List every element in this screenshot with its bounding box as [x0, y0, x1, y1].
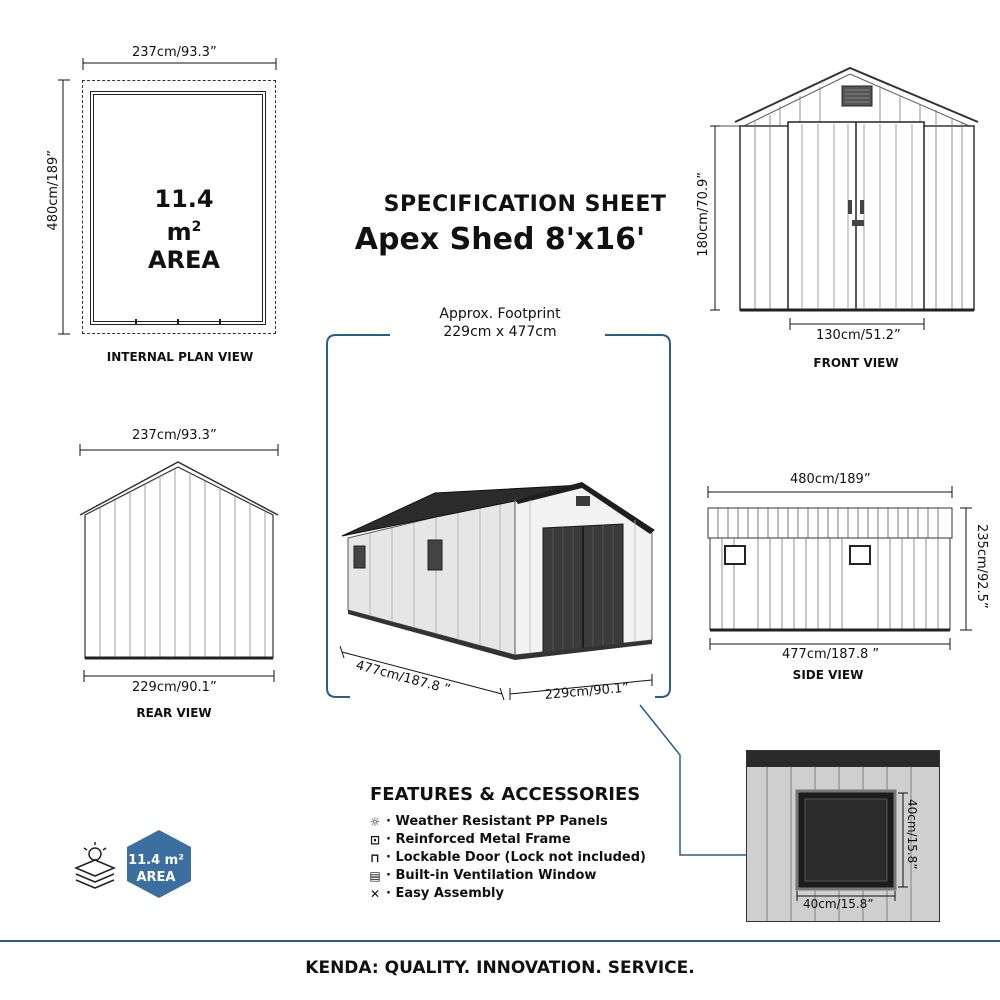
product-title: Apex Shed 8'x16': [354, 222, 646, 257]
plan-area-word: AREA: [147, 246, 221, 274]
area-badge-text: 11.4 m² AREA: [124, 852, 188, 886]
feature-item: ▤ · Built-in Ventilation Window: [368, 868, 596, 883]
feature-text: · Weather Resistant PP Panels: [386, 814, 608, 829]
plan-area-sup: 2: [191, 219, 202, 235]
plan-width-label: 237cm/93.3”: [132, 45, 217, 60]
side-top-label: 480cm/189”: [790, 472, 871, 487]
sun-cloud-icon: ☼: [369, 814, 381, 829]
window-detail-drawing: [747, 751, 939, 921]
rear-top-label: 237cm/93.3”: [132, 428, 217, 443]
area-badge-line2: AREA: [136, 870, 176, 885]
plan-depth-label: 480cm/189”: [46, 150, 61, 231]
front-view-drawing: [710, 66, 979, 330]
plan-area-value: 11.4 m: [154, 185, 214, 246]
plan-floor-ticks: [135, 319, 221, 325]
plan-dimension-lines: [58, 58, 277, 335]
footprint-line2: 229cm x 477cm: [443, 324, 557, 340]
window-width-label: 40cm/15.8”: [803, 897, 874, 911]
frame-icon: ⊡: [369, 832, 381, 847]
feature-item: ⊡ · Reinforced Metal Frame: [368, 832, 571, 847]
footer-tagline: KENDA: QUALITY. INNOVATION. SERVICE.: [305, 958, 695, 978]
window-detail-panel: 40cm/15.8” 40cm/15.8”: [746, 750, 940, 922]
feature-item: ☼ · Weather Resistant PP Panels: [368, 814, 608, 829]
side-height-label: 235cm/92.5”: [974, 524, 989, 609]
rear-caption: REAR VIEW: [136, 706, 212, 720]
area-badge-line1: 11.4 m²: [128, 853, 184, 868]
weather-layers-icon: [74, 842, 116, 889]
plan-area-text: 11.4 m2 AREA: [134, 185, 234, 274]
feature-text: · Reinforced Metal Frame: [386, 832, 571, 847]
vent-icon: ▤: [369, 868, 381, 883]
tools-icon: ✕: [369, 886, 381, 901]
feature-text: · Lockable Door (Lock not included): [386, 850, 646, 865]
feature-item: ✕ · Easy Assembly: [368, 886, 504, 901]
front-door-planks: [801, 124, 913, 308]
feature-text: · Easy Assembly: [386, 886, 504, 901]
window-height-label: 40cm/15.8”: [905, 799, 919, 870]
feature-text: · Built-in Ventilation Window: [386, 868, 597, 883]
rear-wall-planks: [99, 469, 266, 658]
plan-caption: INTERNAL PLAN VIEW: [106, 350, 254, 364]
front-door-width-label: 130cm/51.2”: [816, 328, 901, 343]
side-bottom-label: 477cm/187.8 ”: [782, 647, 880, 662]
rear-bottom-label: 229cm/90.1”: [132, 680, 217, 695]
area-badge-hexagon: [127, 830, 191, 898]
plan-floor-outline: [90, 91, 266, 325]
feature-item: ⊓ · Lockable Door (Lock not included): [368, 850, 646, 865]
footprint-line1: Approx. Footprint: [439, 306, 561, 322]
front-height-label: 180cm/70.9”: [696, 172, 711, 257]
shed-3d-drawing: [339, 482, 655, 701]
plan-outline-dashed: [82, 80, 276, 334]
front-caption: FRONT VIEW: [813, 356, 899, 370]
lock-icon: ⊓: [370, 850, 380, 865]
side-wall-planks: [721, 538, 939, 630]
footer-divider: [0, 940, 1000, 942]
footprint-heading: Approx. Footprint 229cm x 477cm: [400, 305, 600, 341]
side-caption: SIDE VIEW: [792, 668, 864, 682]
side-view-drawing: [707, 486, 972, 650]
rear-view-drawing: [79, 444, 279, 682]
page-title: SPECIFICATION SHEET: [383, 192, 667, 217]
footprint-bracket: [326, 334, 671, 698]
features-title: FEATURES & ACCESSORIES: [370, 784, 641, 805]
front-wall-planks: [754, 87, 963, 310]
